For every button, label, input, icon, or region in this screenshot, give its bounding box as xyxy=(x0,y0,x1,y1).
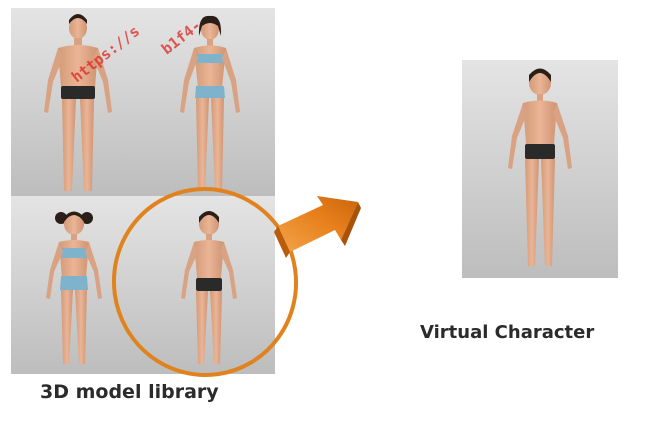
model-library-caption: 3D model library xyxy=(40,381,219,403)
model-library-grid xyxy=(11,8,275,374)
virtual-character-caption: Virtual Character xyxy=(420,322,594,343)
arrow-right-icon xyxy=(274,196,361,258)
